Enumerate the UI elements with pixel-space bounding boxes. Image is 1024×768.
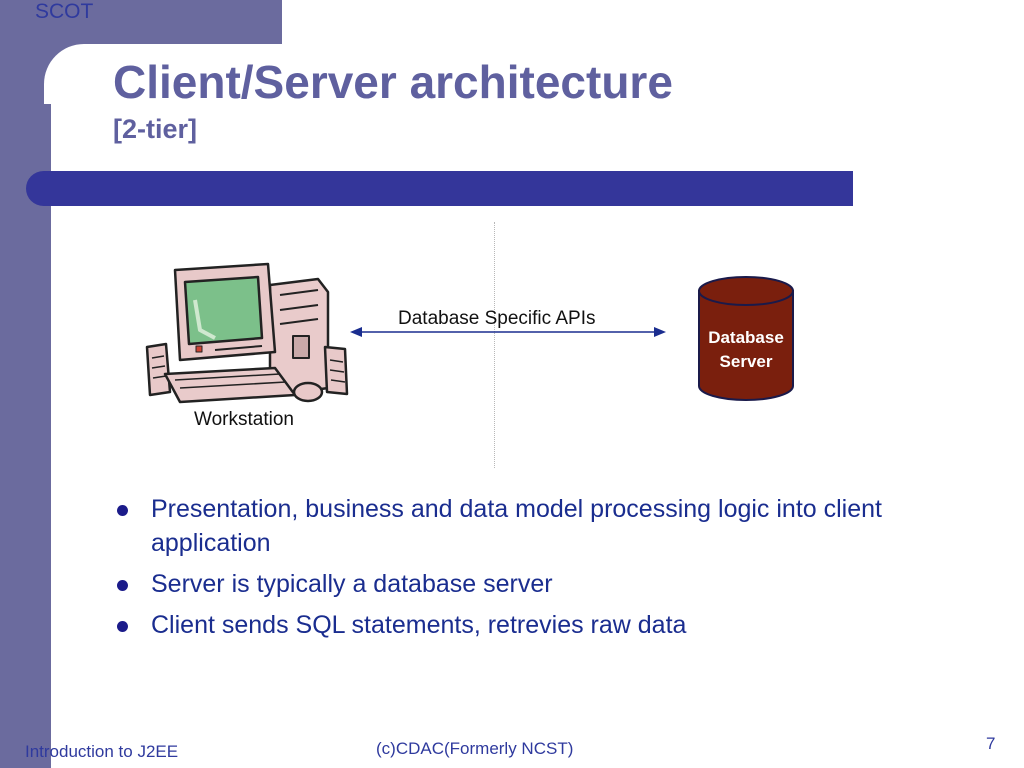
top-tab-bar [0,0,282,44]
workstation-computer-icon [145,262,349,404]
database-label-line2: Server [719,352,773,371]
footer-course-title: Introduction to J2EE [25,742,179,761]
slide-title: Client/Server architecture [113,56,673,108]
bullet-dot-icon [117,580,128,591]
bullet-item: Client sends SQL statements, retrevies r… [115,608,995,642]
slide-subtitle: [2-tier] [113,114,198,144]
title-divider-bar [26,171,853,206]
header-tag: SCOT [35,0,94,23]
workstation-label: Workstation [194,409,294,430]
bullet-dot-icon [117,505,128,516]
bullet-text: Client sends SQL statements, retrevies r… [151,611,687,639]
database-label-line1: Database [708,328,784,347]
database-server-label: Database Server [700,326,792,374]
double-arrow-icon [350,327,666,337]
bullet-text: Server is typically a database server [151,570,553,598]
database-cylinder-icon [698,276,794,401]
bullet-dot-icon [117,621,128,632]
bullet-item: Server is typically a database server [115,567,995,601]
bullet-list: Presentation, business and data model pr… [115,492,995,649]
footer-copyright: (c)CDAC(Formerly NCST) [376,739,574,758]
diagram-center-divider [494,222,495,468]
api-label: Database Specific APIs [398,308,596,329]
page-number: 7 [986,734,996,753]
left-sidebar-bar [0,0,51,768]
bullet-item: Presentation, business and data model pr… [115,492,995,560]
bullet-text: Presentation, business and data model pr… [151,495,882,557]
